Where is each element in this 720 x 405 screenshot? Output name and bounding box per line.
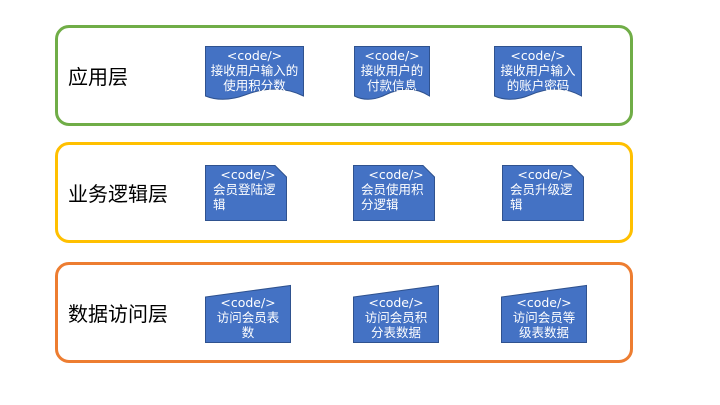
manual-input-shape xyxy=(205,284,291,343)
document-wave-shape xyxy=(494,46,582,100)
code-node-payment-info: <code/> 接收用户的 付款信息 xyxy=(354,46,430,102)
code-node-member-table: <code/> 访问会员表 数 xyxy=(205,284,291,343)
manual-input-shape xyxy=(353,284,439,343)
document-wave-shape xyxy=(205,46,304,100)
layer-label: 应用层 xyxy=(68,65,128,89)
code-node-account-password: <code/> 接收用户输入 的账户密码 xyxy=(494,46,582,102)
node-code-tag: <code/> xyxy=(368,167,424,182)
node-line: 数 xyxy=(241,325,255,340)
node-code-tag: <code/> xyxy=(510,48,566,63)
folded-card-shape xyxy=(353,165,435,221)
node-line: 会员使用积 xyxy=(361,182,424,197)
node-code-tag: <code/> xyxy=(516,295,572,310)
manual-input-shape xyxy=(501,284,587,343)
code-node-points-logic: <code/> 会员使用积 分逻辑 xyxy=(353,165,435,221)
node-line: 访问会员表 xyxy=(216,310,280,325)
node-code-tag: <code/> xyxy=(368,295,424,310)
node-code-tag: <code/> xyxy=(220,167,276,182)
folded-card-shape xyxy=(502,165,584,221)
code-node-points-table: <code/> 访问会员积 分表数据 xyxy=(353,284,439,343)
node-line: 辑 xyxy=(510,197,523,212)
node-line: 付款信息 xyxy=(366,78,417,93)
node-line: 访问会员等 xyxy=(512,310,576,325)
node-code-tag: <code/> xyxy=(220,295,276,310)
node-line: 会员升级逻 xyxy=(510,182,573,197)
node-line: 接收用户输入 xyxy=(500,63,576,78)
layer-label: 业务逻辑层 xyxy=(68,182,168,206)
node-line: 使用积分数 xyxy=(223,78,286,93)
node-line: 的账户密码 xyxy=(506,78,570,93)
code-node-upgrade-logic: <code/> 会员升级逻 辑 xyxy=(502,165,584,221)
code-node-level-table: <code/> 访问会员等 级表数据 xyxy=(501,284,587,343)
node-line: 级表数据 xyxy=(518,325,569,340)
node-line: 辑 xyxy=(213,197,226,212)
node-line: 接收用户输入的 xyxy=(210,63,299,78)
node-line: 分逻辑 xyxy=(361,197,399,212)
folded-card-shape xyxy=(205,165,287,221)
node-line: 接收用户的 xyxy=(360,63,424,78)
code-node-member-login: <code/> 会员登陆逻 辑 xyxy=(205,165,287,221)
node-line: 分表数据 xyxy=(370,325,421,340)
document-wave-shape xyxy=(354,46,430,100)
node-line: 会员登陆逻 xyxy=(213,182,276,197)
layer-data-access: 数据访问层 xyxy=(55,262,633,363)
node-code-tag: <code/> xyxy=(364,48,420,63)
code-node-points-input: <code/> 接收用户输入的 使用积分数 xyxy=(205,46,304,102)
layer-label: 数据访问层 xyxy=(68,302,168,326)
node-code-tag: <code/> xyxy=(517,167,573,182)
node-line: 访问会员积 xyxy=(364,310,428,325)
node-code-tag: <code/> xyxy=(226,48,283,63)
